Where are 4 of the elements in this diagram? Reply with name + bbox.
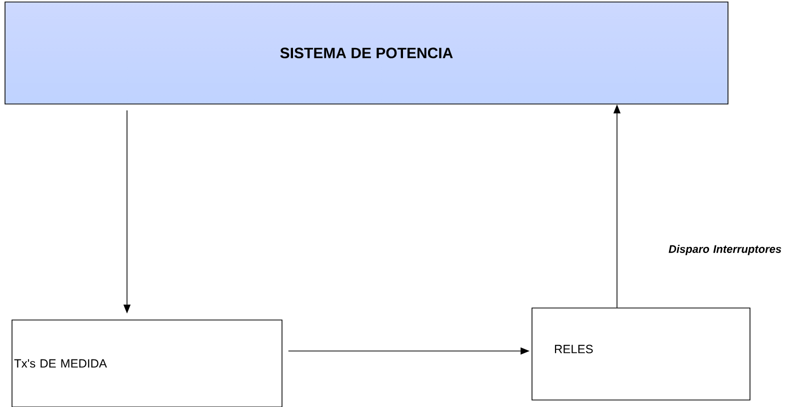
edge-label: Disparo Interruptores — [668, 244, 782, 256]
process-box: Tx's DE MEDIDA — [12, 320, 282, 407]
title-box: SISTEMA DE POTENCIA — [4, 2, 728, 104]
process-box: RELES — [532, 308, 750, 400]
